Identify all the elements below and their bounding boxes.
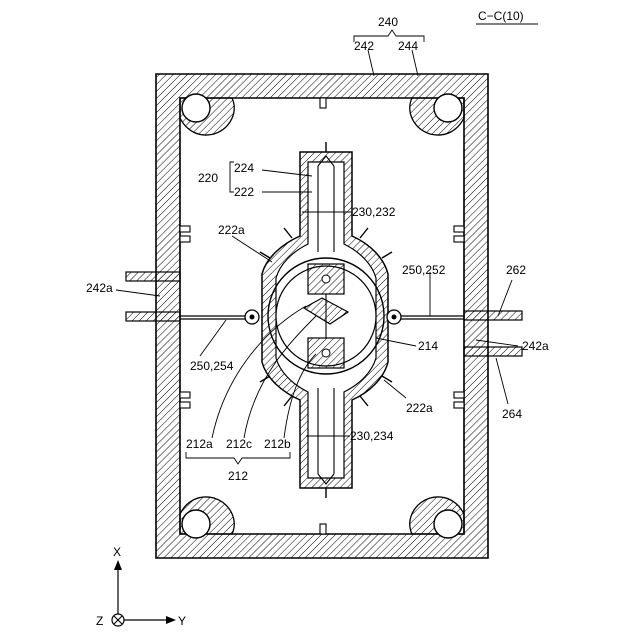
axis-label-z: Z [96,614,103,628]
label-222a-bottom: 222a [406,401,433,415]
label-230-234: 230,234 [350,429,394,443]
label-220: 220 [198,171,218,185]
label-242: 242 [354,39,374,53]
label-212b: 212b [264,437,291,451]
axis-label-y: Y [178,614,186,628]
label-230-232: 230,232 [352,205,396,219]
label-214: 214 [418,339,438,353]
label-222a-top: 222a [218,223,245,237]
axis-label-x: X [113,545,121,559]
label-224: 224 [234,161,254,175]
label-250-254: 250,254 [190,359,234,373]
label-222: 222 [234,185,254,199]
label-212c: 212c [226,437,252,451]
label-262: 262 [506,263,526,277]
label-242a-right: 242a [522,339,549,353]
label-244: 244 [398,39,418,53]
section-title: C−C(10) [478,9,524,23]
label-242a-left: 242a [86,281,113,295]
label-250-252: 250,252 [402,263,446,277]
label-264: 264 [502,407,522,421]
axis-triad [112,560,176,626]
label-212a: 212a [186,437,213,451]
label-212: 212 [228,469,248,483]
label-240: 240 [378,15,398,29]
